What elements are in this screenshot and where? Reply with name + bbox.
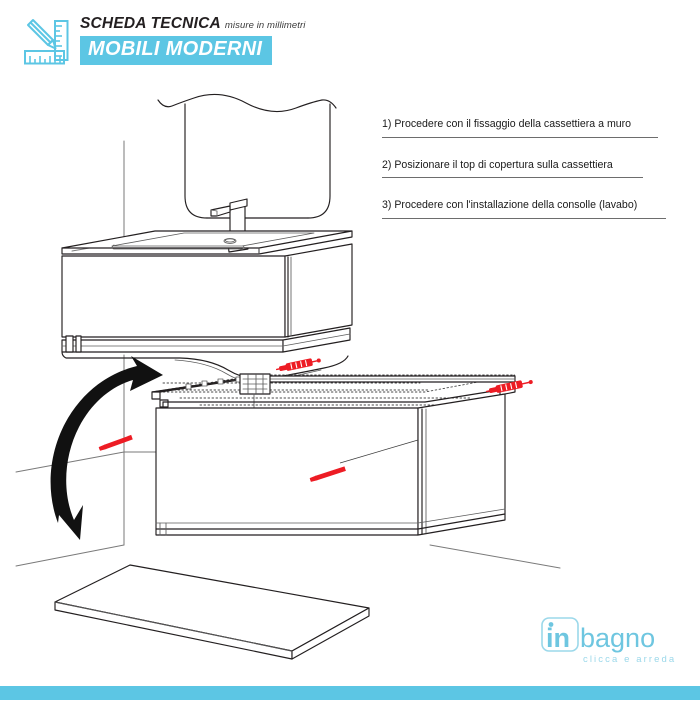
top-di-copertura-panel	[54, 564, 370, 660]
consolle-drawer-body	[61, 243, 353, 383]
page-subtitle: misure in millimetri	[224, 20, 306, 31]
assembly-guides	[151, 374, 516, 413]
page-title: SCHEDA TECNICA	[80, 15, 221, 32]
fixing-screw-callout	[309, 439, 419, 482]
svg-text:in: in	[546, 623, 570, 653]
assembly-arrow	[50, 356, 163, 540]
svg-text:bagno: bagno	[580, 623, 655, 653]
instruction-list: 1) Procedere con il fissaggio della cass…	[382, 118, 672, 240]
wall-anchor-screw-right	[485, 380, 533, 394]
mirror	[157, 93, 337, 219]
hanging-bracket	[239, 373, 271, 411]
instruction-step-1: 1) Procedere con il fissaggio della cass…	[382, 118, 672, 138]
cassettiera-drawer-unit	[151, 373, 516, 536]
faucet	[210, 198, 249, 253]
fixing-screw-wall-left	[98, 434, 133, 451]
consolle-washbasin	[61, 230, 353, 255]
footer-bar	[0, 686, 700, 700]
instruction-step-3: 3) Procedere con l'installazione della c…	[382, 199, 672, 219]
inbagno-logo: in bagno clicca e arreda	[540, 614, 686, 670]
wall-anchor-screw-left	[275, 358, 321, 372]
svg-text:clicca e arreda: clicca e arreda	[583, 654, 676, 665]
category-banner: MOBILI MODERNI	[80, 36, 273, 65]
pencil-ruler-icon	[22, 18, 74, 70]
instruction-step-2: 2) Posizionare il top di copertura sulla…	[382, 159, 672, 179]
